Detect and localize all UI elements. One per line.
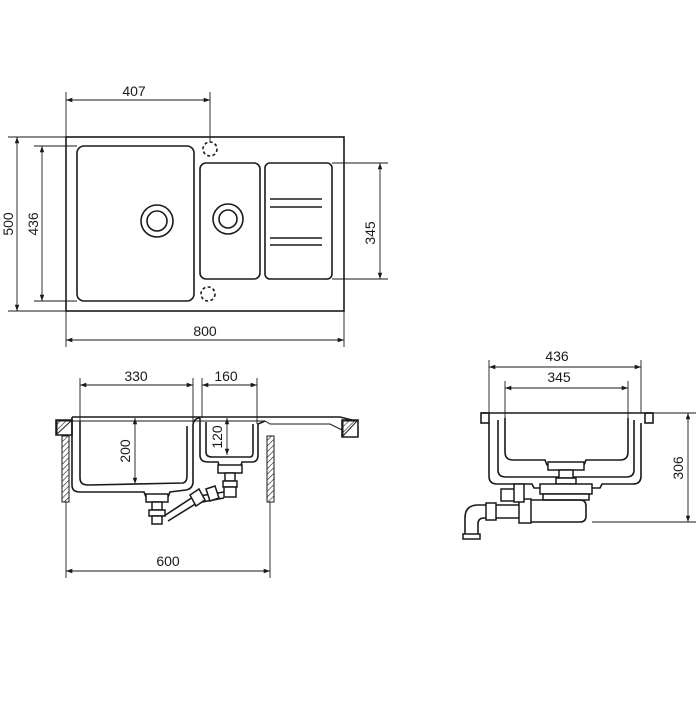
dim-label: 160 [214,368,238,384]
side-section: 436 345 306 [462,348,696,540]
dim-label: 200 [117,439,133,463]
front-section: 330 160 200 120 600 [55,368,359,578]
dim-label: 330 [124,368,148,384]
tap-hole-top [202,141,218,157]
side-drain [547,461,585,471]
dim-drainer-depth: 345 [332,162,388,280]
small-bowl [199,162,261,280]
dim-label: 436 [545,348,569,364]
side-rim-left [480,412,490,424]
dim-small-bowl-width: 160 [201,368,258,424]
small-drain-section [217,464,243,474]
main-drain-inner [146,210,168,232]
dim-label: 436 [25,212,41,236]
sink-top-surface [72,416,353,421]
dim-label: 600 [156,553,180,569]
dim-label: 800 [193,323,217,339]
side-rim-right [644,412,654,424]
main-drain [140,204,174,238]
main-bowl-section [71,417,201,498]
dim-total-width: 800 [65,311,345,347]
dim-label: 345 [547,369,571,385]
side-trap [530,499,587,523]
small-drain-inner [218,209,238,229]
small-drain [212,203,244,235]
cabinet-wall-left [61,435,70,503]
top-view: 407 500 436 345 800 [0,83,388,347]
side-bowl-inner [504,418,629,466]
sink-outline [65,136,345,312]
dim-outer-depth: 436 [488,348,642,413]
drainer-area [264,162,333,280]
cabinet-wall-right [266,435,275,503]
main-drain-section [145,493,169,503]
dim-label: 345 [362,221,378,245]
dim-label: 120 [209,425,225,449]
dim-label: 306 [670,456,686,480]
dim-label: 500 [0,212,16,236]
main-bowl [76,145,195,302]
dim-main-bowl-height: 200 [117,418,138,484]
dim-bowl-depth: 436 [25,145,77,302]
right-rim [341,419,359,438]
side-outlet-pipe [464,504,519,538]
dim-bowl-width: 407 [65,83,211,142]
dim-main-bowl-width: 330 [79,368,194,425]
tap-hole-bottom [200,286,216,302]
dim-total-depth: 500 [0,136,66,312]
dim-cabinet-width: 600 [65,502,271,578]
dim-overall-height: 306 [592,412,696,523]
dim-inner-depth: 345 [504,369,629,418]
dim-label: 407 [122,83,146,99]
dim-small-bowl-height: 120 [209,418,230,455]
